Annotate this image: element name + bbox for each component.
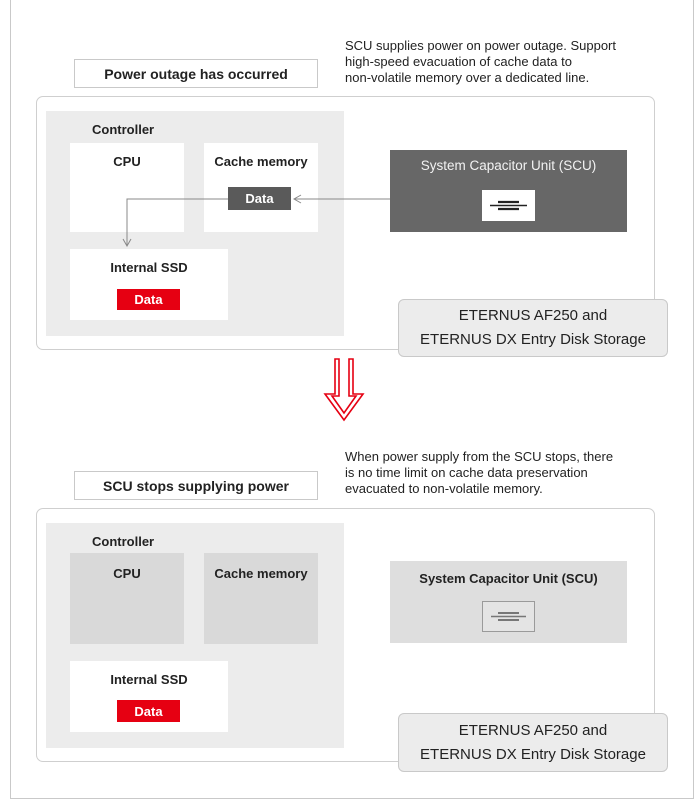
- top-scu-label: System Capacitor Unit (SCU): [420, 158, 597, 173]
- capacitor-icon: [482, 190, 535, 221]
- top-controller-label: Controller: [92, 122, 155, 137]
- bottom-scu-box: System Capacitor Unit (SCU): [390, 561, 627, 643]
- bottom-cache-label: Cache memory: [214, 566, 308, 581]
- top-scu-box: System Capacitor Unit (SCU): [390, 150, 627, 232]
- top-note-line-1: SCU supplies power on power outage. Supp…: [345, 38, 616, 53]
- bottom-title: SCU stops supplying power: [74, 471, 318, 500]
- top-product-label: ETERNUS AF250 and ETERNUS DX Entry Disk …: [398, 299, 668, 357]
- bottom-note-line-1: When power supply from the SCU stops, th…: [345, 449, 614, 464]
- top-title: Power outage has occurred: [74, 59, 318, 88]
- top-cache-data-badge: Data: [228, 187, 291, 210]
- top-note: SCU supplies power on power outage. Supp…: [345, 38, 680, 86]
- top-product-line-1: ETERNUS AF250 and: [458, 307, 608, 324]
- top-product-line-2: ETERNUS DX Entry Disk Storage: [420, 331, 646, 348]
- bottom-controller-label: Controller: [92, 534, 155, 549]
- bottom-ssd-data-badge: Data: [117, 700, 180, 722]
- capacitor-icon: [482, 601, 535, 632]
- figure-frame: [10, 0, 694, 799]
- bottom-product-line-1: ETERNUS AF250 and: [458, 721, 608, 739]
- bottom-note: When power supply from the SCU stops, th…: [345, 449, 680, 497]
- top-cpu-box: CPU: [70, 143, 184, 232]
- bottom-cpu-box: CPU: [70, 553, 184, 644]
- down-arrow-icon: [322, 358, 366, 422]
- bottom-ssd-label: Internal SSD: [110, 672, 188, 687]
- bottom-scu-label: System Capacitor Unit (SCU): [419, 571, 598, 586]
- top-note-line-2: high-speed evacuation of cache data to: [345, 54, 572, 69]
- top-ssd-data-badge: Data: [117, 289, 180, 310]
- top-cpu-label: CPU: [113, 154, 141, 169]
- bottom-cpu-label: CPU: [113, 566, 141, 581]
- top-note-line-3: non-volatile memory over a dedicated lin…: [345, 70, 590, 85]
- bottom-product-line-2: ETERNUS DX Entry Disk Storage: [420, 745, 646, 763]
- bottom-product-label: ETERNUS AF250 and ETERNUS DX Entry Disk …: [398, 713, 668, 772]
- top-ssd-label: Internal SSD: [110, 260, 188, 275]
- bottom-note-line-2: is no time limit on cache data preservat…: [345, 465, 588, 480]
- bottom-note-line-3: evacuated to non-volatile memory.: [345, 481, 543, 496]
- bottom-cache-box: Cache memory: [204, 553, 318, 644]
- top-cache-label: Cache memory: [214, 154, 308, 169]
